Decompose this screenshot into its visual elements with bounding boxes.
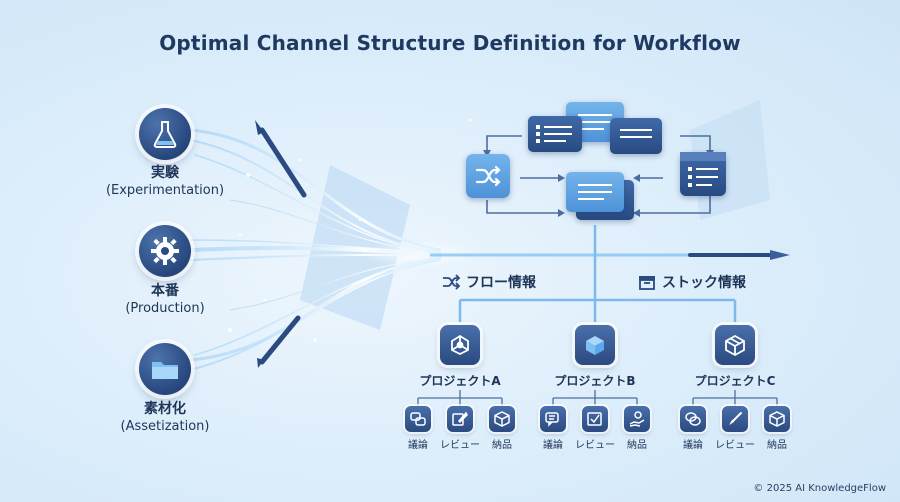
cluster-connectors — [486, 135, 711, 214]
chat-bubbles-icon — [685, 412, 701, 426]
sub-label: 納品 — [627, 440, 647, 451]
page-title: Optimal Channel Structure Definition for… — [159, 31, 741, 56]
brush-icon — [729, 412, 742, 425]
project-b-label: プロジェクトB — [554, 374, 636, 388]
project-a-icon — [440, 325, 480, 365]
chat-window-center — [566, 172, 624, 212]
sparkles — [228, 118, 472, 342]
tree-lines — [458, 225, 737, 322]
discussion-icon — [540, 406, 566, 432]
review-icon — [582, 406, 608, 432]
cube-icon — [586, 336, 604, 355]
package-icon — [494, 411, 510, 427]
chat-window-right — [610, 118, 662, 154]
discussion-icon — [405, 406, 431, 432]
sub-label: 納品 — [492, 440, 512, 451]
sub-label: レビュー — [440, 440, 480, 451]
source-experimentation — [139, 108, 191, 160]
network-icon — [451, 334, 469, 356]
folder-icon — [152, 362, 178, 379]
box-icon — [725, 334, 745, 357]
project-c-label: プロジェクトC — [694, 374, 776, 388]
shuffle-icon — [443, 274, 461, 290]
source-production — [139, 225, 191, 277]
flask-icon — [153, 121, 177, 148]
brush-icon — [688, 250, 790, 260]
flow-info-label: フロー情報 — [442, 272, 536, 292]
checkbox-icon — [587, 412, 602, 426]
gear-icon — [151, 237, 179, 265]
package-icon — [769, 411, 785, 427]
delivery-icon — [489, 406, 515, 432]
brush-icon — [255, 120, 307, 198]
project-b-icon — [575, 325, 615, 365]
chat-bubbles-icon — [410, 412, 426, 426]
source-label: 実験(Experimentation) — [105, 165, 225, 198]
source-label: 本番(Production) — [125, 283, 205, 316]
discussion-icon — [680, 406, 706, 432]
delivery-icon — [624, 406, 650, 432]
project-a-label: プロジェクトA — [419, 374, 501, 388]
review-icon — [447, 406, 473, 432]
source-label: 素材化(Assetization) — [120, 401, 210, 434]
review-icon — [722, 406, 748, 432]
stock-info-label: ストック情報 — [638, 272, 746, 292]
delivery-icon — [764, 406, 790, 432]
list-window-right — [680, 152, 726, 196]
project-c-icon — [715, 325, 755, 365]
sub-label: レビュー — [715, 440, 755, 451]
chat-bubbles-icon — [545, 412, 559, 427]
sub-label: 納品 — [767, 440, 787, 451]
brush-icon — [257, 315, 301, 368]
sub-label: レビュー — [575, 440, 615, 451]
sub-label: 議論 — [683, 440, 703, 451]
shuffle-icon — [475, 165, 501, 187]
list-window-left — [528, 116, 582, 152]
sub-label: 議論 — [543, 440, 563, 451]
sub-tree-lines — [417, 390, 778, 406]
source-assetization — [139, 343, 191, 395]
edit-icon — [452, 411, 468, 426]
handover-icon — [629, 411, 645, 427]
sub-label: 議論 — [408, 440, 428, 451]
copyright-text: © 2025 AI KnowledgeFlow — [753, 483, 886, 494]
archive-icon — [639, 276, 655, 290]
shuffle-box — [466, 154, 510, 198]
